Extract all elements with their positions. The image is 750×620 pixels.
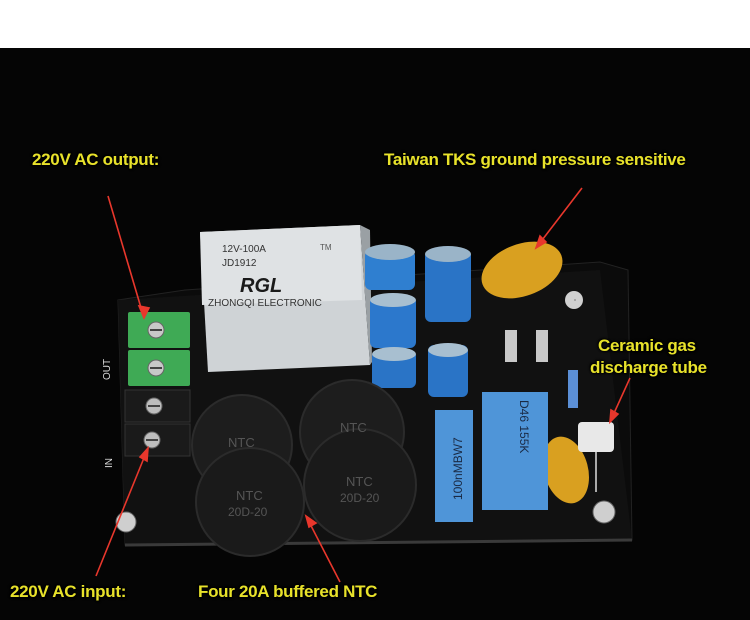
relay-brand: RGL (240, 275, 282, 297)
label-ceramic-gas: Ceramic gas (598, 336, 696, 355)
annotation-arrows (95, 187, 631, 583)
arrow-ac-output (107, 195, 145, 319)
mounting-screw-bl (115, 511, 137, 533)
ntc-text-2: NTC (340, 420, 367, 435)
resistor (568, 370, 578, 408)
label-ac-input: 220V AC input: (10, 582, 127, 601)
ntc-code-2: 20D-20 (340, 491, 380, 505)
relay-tm: TM (320, 243, 332, 252)
yellow-disc-capacitor (542, 436, 590, 504)
ntc-text-1: NTC (228, 435, 255, 450)
gas-discharge-tube (578, 422, 614, 492)
label-ac-output: 220V AC output: (32, 150, 160, 169)
relay-maker: ZHONGQI ELECTRONIC (208, 298, 322, 309)
electrolytic-capacitors (365, 244, 471, 397)
film-cap-right-text: D46 155K (517, 400, 531, 453)
input-terminal-block (124, 389, 191, 457)
ntc-text-3: NTC (236, 488, 263, 503)
arrow-tks (535, 187, 583, 249)
film-cap-left-text: 100nMBW7 (451, 437, 465, 500)
ntc-thermistors: NTC NTC NTC NTC 20D-20 20D-20 (191, 379, 417, 557)
silkscreen-in: IN (104, 458, 115, 468)
mounting-screw-br (592, 500, 616, 524)
arrow-ntc (305, 515, 341, 583)
silkscreen-out: OUT (102, 359, 113, 380)
tks-capacitor (481, 241, 563, 299)
label-discharge-tube: discharge tube (590, 358, 707, 377)
ntc-code-1: 20D-20 (228, 505, 268, 519)
label-ntc: Four 20A buffered NTC (198, 582, 378, 601)
film-capacitor-left: 100nMBW7 (435, 410, 473, 522)
film-capacitor-right: D46 155K (482, 392, 548, 510)
arrow-ac-input (95, 447, 149, 577)
relay: 12V-100A JD1912 TM RGL ZHONGQI ELECTRONI… (200, 225, 372, 372)
output-terminal-block (128, 312, 190, 386)
diode-1 (505, 330, 517, 362)
ntc-text-4: NTC (346, 474, 373, 489)
pcb-edge (124, 538, 633, 547)
relay-rating: 12V-100A (222, 244, 266, 255)
relay-model: JD1912 (222, 258, 257, 269)
diode-2 (536, 330, 548, 362)
label-tks-capacitor: Taiwan TKS ground pressure sensitive (384, 150, 686, 169)
